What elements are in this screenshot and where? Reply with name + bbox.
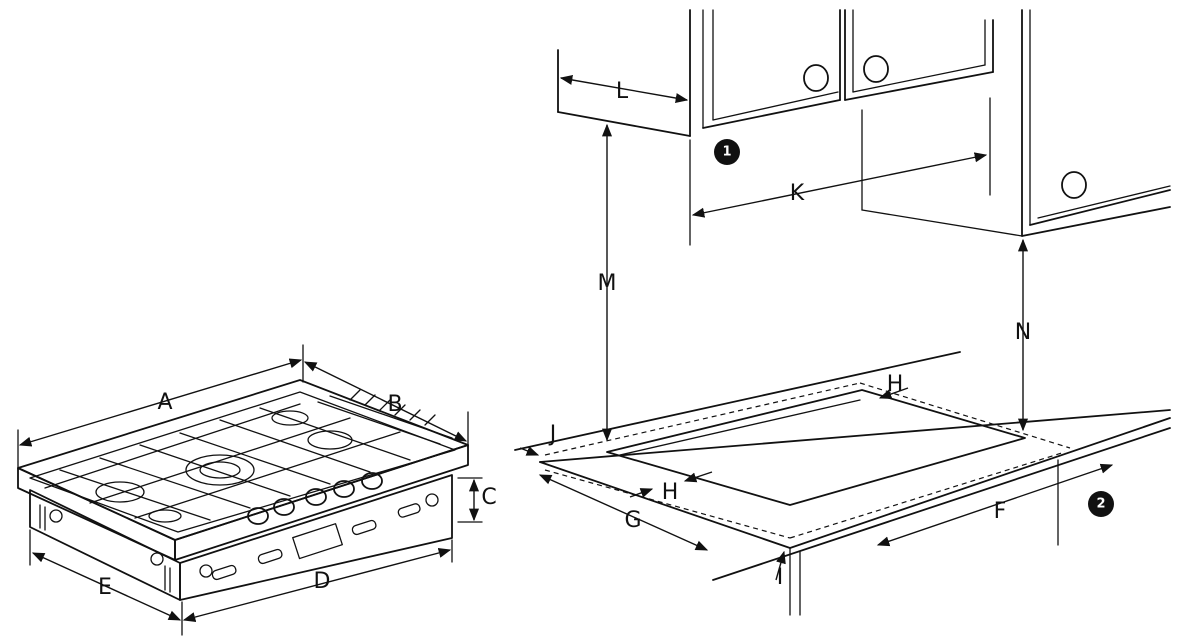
label-g: G	[624, 508, 641, 533]
svg-text:2: 2	[1096, 497, 1105, 512]
display-panel	[292, 523, 343, 560]
cabinet-knob-icon	[803, 64, 829, 92]
label-a: A	[157, 390, 172, 415]
label-m: M	[598, 271, 617, 296]
knob-icon	[247, 507, 269, 525]
knob-icon	[333, 480, 355, 498]
label-j: J	[548, 422, 557, 447]
countertop-illustration	[514, 351, 1171, 616]
label-k: K	[790, 181, 805, 206]
control-knobs	[247, 472, 383, 525]
label-i: I	[777, 565, 784, 590]
label-f: F	[994, 499, 1007, 524]
label-h-back: H	[887, 372, 904, 397]
knob-icon	[361, 472, 383, 490]
upper-cabinet-illustration	[557, 9, 1171, 246]
cabinet-knob-icon	[863, 55, 889, 83]
callout-2: 2	[1088, 491, 1114, 517]
cabinet-knob-icon	[1061, 171, 1087, 199]
knob-icon	[273, 498, 295, 516]
label-b: B	[387, 392, 402, 417]
label-n: N	[1015, 320, 1031, 345]
cabinet-dimension-lines	[559, 74, 1029, 442]
label-c: C	[481, 485, 496, 510]
label-e: E	[98, 575, 112, 600]
label-l: L	[616, 79, 629, 104]
cooktop-dimension-lines	[17, 344, 483, 636]
callout-1: 1	[714, 139, 740, 165]
label-d: D	[314, 569, 331, 594]
label-h-front: H	[662, 480, 679, 505]
knob-icon	[305, 488, 327, 506]
svg-text:1: 1	[722, 145, 731, 160]
dimension-labels: A B C D E L K M N H J H G F I	[98, 79, 1031, 600]
countertop-dimension-lines	[519, 387, 1114, 581]
